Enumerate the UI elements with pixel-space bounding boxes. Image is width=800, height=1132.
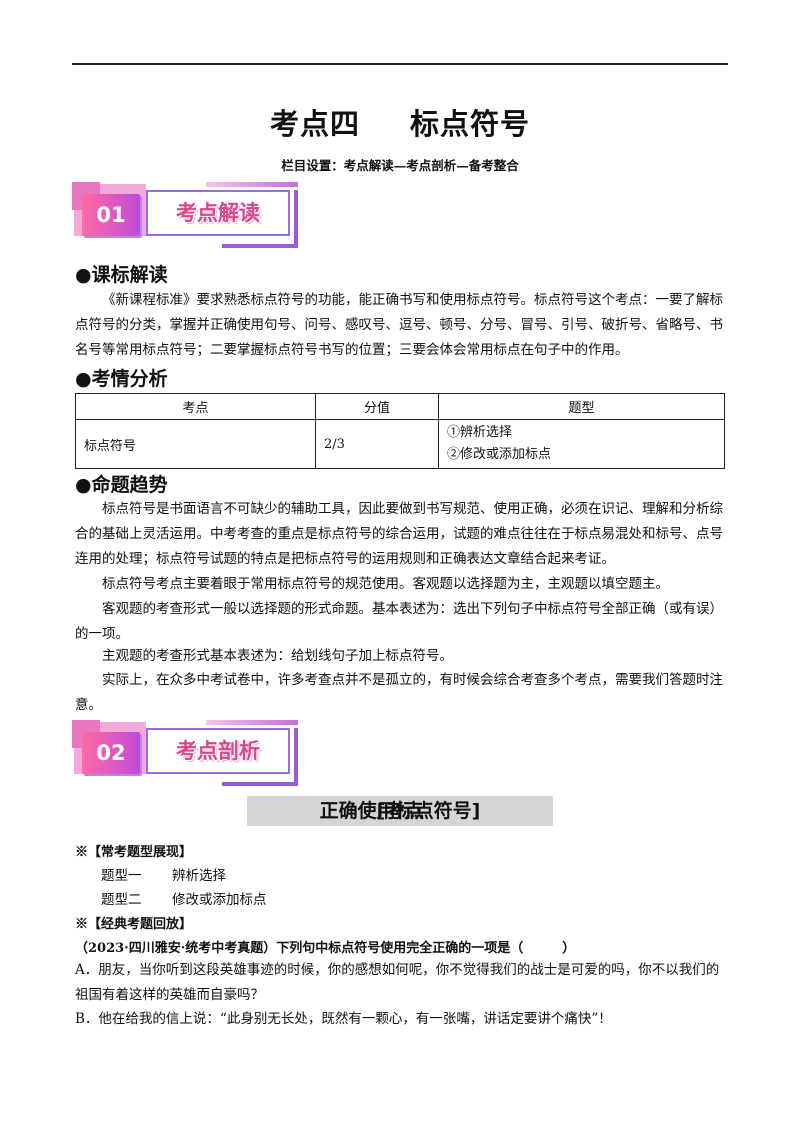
banner-decoration <box>206 720 298 725</box>
section-title-box: [考点正确使用标点符号] <box>247 796 553 826</box>
exam-table: 考点 分值 题型 标点符号 2/3 ①辨析选择 ②修改或添加标点 <box>75 393 725 469</box>
table-header: 分值 <box>315 393 439 420</box>
table-row: 标点符号 2/3 ①辨析选择 ②修改或添加标点 <box>75 419 725 469</box>
column-settings: 栏目设置：考点解读—考点剖析—备考整合 <box>281 158 519 173</box>
table-header: 题型 <box>438 393 725 420</box>
banner-decoration <box>294 728 298 786</box>
question-stem: （2023·四川雅安·统考中考真题）下列句中标点符号使用完全正确的一项是（ ） <box>75 941 576 956</box>
banner-decoration <box>222 244 298 248</box>
trend-paragraph: 主观题的考查形式基本表述为：给划线句子加上标点符号。 <box>102 648 453 664</box>
banner-label-box: 考点剖析 <box>146 728 290 774</box>
trend-paragraph: 标点符号考点主要着眼于常用标点符号的规范使用。客观题以选择题为主，主观题以填空题… <box>102 576 669 592</box>
heading-kaoqing: ●考情分析 <box>75 368 168 390</box>
banner-number-box: 01 <box>82 194 140 236</box>
title-part2: 标点符号 <box>410 107 531 141</box>
banner-number: 02 <box>96 741 126 765</box>
banner-number: 01 <box>96 203 126 227</box>
type-item: ②修改或添加标点 <box>447 447 552 462</box>
banner-decoration <box>294 190 298 248</box>
title-part1: 考点四 <box>269 107 360 141</box>
banner-number-box: 02 <box>82 732 140 774</box>
section-banner-02: 02 考点剖析 <box>72 720 302 790</box>
table-header-row: 考点 分值 题型 <box>75 393 725 420</box>
kebiao-paragraph: 《新课程标准》要求熟悉标点符号的功能，能正确书写和使用标点符号。标点符号这个考点… <box>75 292 723 358</box>
heading-kebiao: ●课标解读 <box>75 264 168 286</box>
trend-paragraph: 客观题的考查形式一般以选择题的形式命题。基本表述为：选出下列句子中标点符号全部正… <box>75 601 723 642</box>
table-cell: ①辨析选择 ②修改或添加标点 <box>438 419 725 469</box>
section-title-part2: 正确使用标点符号] <box>319 800 481 822</box>
banner-label-box: 考点解读 <box>146 190 290 236</box>
classic-heading: ※【经典考题回放】 <box>75 917 193 932</box>
table-cell: 标点符号 <box>75 419 316 469</box>
section-banner-01: 01 考点解读 <box>72 182 302 252</box>
banner-decoration <box>206 182 298 187</box>
type-item: ①辨析选择 <box>447 425 513 440</box>
type-label: 题型二 <box>101 892 142 908</box>
trend-paragraph: 标点符号是书面语言不可缺少的辅助工具，因此要做到书写规范、使用正确，必须在识记、… <box>75 501 723 567</box>
common-types-heading: ※【常考题型展现】 <box>75 845 193 860</box>
page-title: 考点四 标点符号 <box>0 101 800 143</box>
type-text: 修改或添加标点 <box>172 892 267 908</box>
table-header: 考点 <box>75 393 316 420</box>
trend-paragraph: 实际上，在众多中考试卷中，许多考查点并不是孤立的，有时候会综合考查多个考点，需要… <box>75 672 723 713</box>
section-title-part1: [考点 <box>376 800 424 822</box>
type-label: 题型一 <box>101 868 142 884</box>
table-cell: 2/3 <box>315 419 439 469</box>
banner-label: 考点解读 <box>176 201 260 225</box>
type-text: 辨析选择 <box>172 868 226 884</box>
top-rule <box>72 63 728 65</box>
banner-decoration <box>222 782 298 786</box>
option-a: A．朋友，当你听到这段英雄事迹的时候，你的感想如何呢，你不觉得我们的战士是可爱的… <box>75 962 720 1003</box>
banner-label: 考点剖析 <box>176 739 260 763</box>
option-b: B．他在给我的信上说：“此身别无长处，既然有一颗心，有一张嘴，讲话定要讲个痛快”… <box>75 1011 612 1027</box>
heading-trend: ●命题趋势 <box>75 474 168 496</box>
